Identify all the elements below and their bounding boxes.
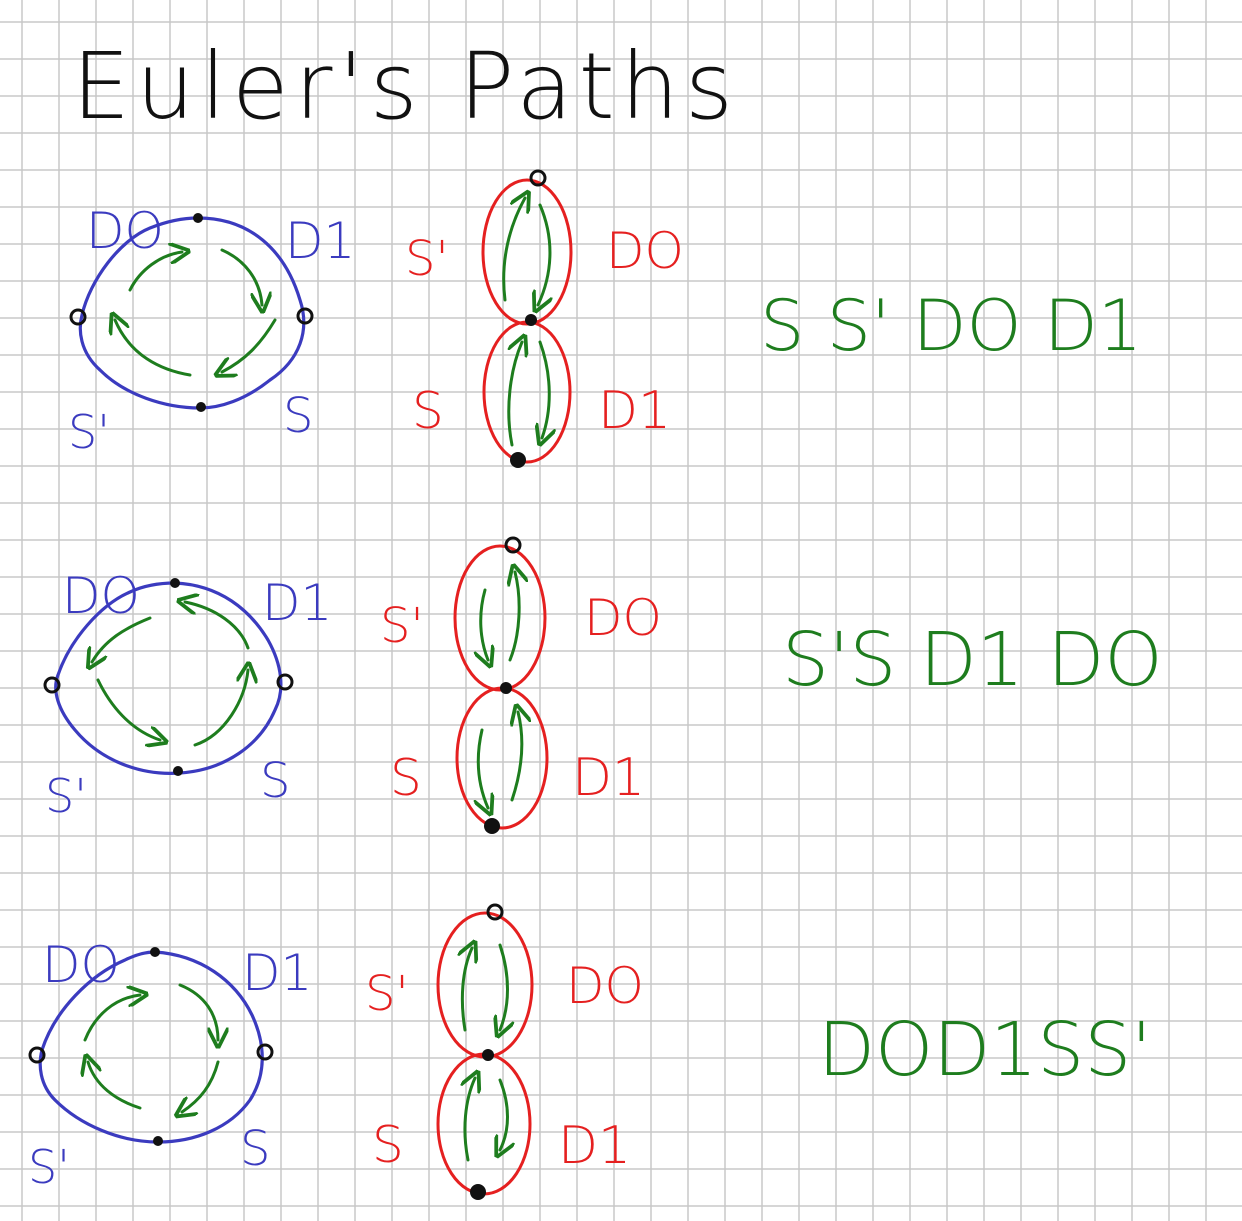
euler-path-1: S S' DO D1 — [760, 285, 1142, 367]
node-top — [150, 947, 160, 957]
node-bottom — [470, 1184, 486, 1200]
label-D1: D1 — [242, 944, 312, 1002]
upper-loop — [436, 911, 534, 1059]
dual-label-D1: D1 — [598, 381, 671, 441]
arrow-top-left — [92, 616, 152, 662]
dual-label-S: S — [390, 749, 422, 807]
node-top — [193, 213, 203, 223]
arrow-up-2 — [465, 1078, 475, 1162]
arrow-left — [115, 320, 192, 377]
circuit-loop — [54, 581, 283, 775]
label-S: S — [283, 388, 313, 444]
node-bottom — [484, 818, 500, 834]
node-bottom — [173, 766, 183, 776]
node-top — [504, 536, 522, 554]
node-top — [529, 169, 547, 187]
dual-label-S-prime: S' — [405, 231, 449, 287]
circuit-loop — [78, 216, 306, 410]
arrow-down-1 — [500, 943, 508, 1030]
arrow-down-1 — [481, 588, 488, 660]
circuit-graph-2: DO D1 S' S — [43, 567, 332, 823]
label-S: S — [260, 753, 290, 809]
label-DO: DO — [42, 936, 120, 994]
node-top — [486, 903, 504, 921]
arrow-top-right — [185, 602, 250, 650]
upper-loop — [481, 178, 573, 326]
dual-graph-1: S' DO S D1 — [405, 169, 684, 468]
arrow-up-1 — [502, 198, 525, 302]
arrow-up-2 — [512, 712, 522, 802]
circuit-loop — [38, 950, 264, 1144]
arrow-bottom-left — [88, 1062, 142, 1110]
label-DO: DO — [86, 202, 164, 260]
node-bottom — [510, 452, 526, 468]
dual-label-DO: DO — [606, 222, 684, 280]
example-1: DO D1 S' S S' DO S D1 S S' DO D1 — [68, 169, 1142, 468]
arrow-left-down — [96, 678, 160, 740]
dual-label-DO: DO — [584, 589, 662, 647]
dual-label-S-prime: S' — [380, 598, 424, 654]
arrow-up-1 — [510, 572, 519, 662]
arrow-down-1 — [538, 203, 550, 305]
node-middle — [482, 1049, 494, 1061]
node-bottom — [196, 402, 206, 412]
arrow-top — [128, 252, 182, 292]
dual-label-S: S — [372, 1116, 404, 1174]
node-left — [43, 676, 61, 694]
label-D1: D1 — [262, 574, 332, 632]
dual-label-S: S — [412, 382, 444, 440]
dual-label-D1: D1 — [572, 748, 645, 808]
node-right — [296, 307, 314, 325]
example-3: DO D1 S' S S' DO S D1 DOD1SS' — [28, 903, 1152, 1200]
dual-label-D1: D1 — [558, 1116, 631, 1176]
node-top — [170, 578, 180, 588]
node-left — [28, 1046, 46, 1064]
label-S-prime: S' — [68, 405, 110, 459]
arrow-up-2 — [507, 342, 522, 447]
dual-graph-3: S' DO S D1 — [365, 903, 644, 1200]
label-S-prime: S' — [28, 1140, 70, 1194]
dual-graph-2: S' DO S D1 — [380, 536, 662, 834]
node-right — [276, 673, 294, 691]
label-D1: D1 — [285, 212, 355, 270]
node-middle — [525, 314, 537, 326]
label-S: S — [240, 1121, 270, 1177]
euler-path-3: DOD1SS' — [818, 1007, 1152, 1093]
arrow-up-1 — [462, 948, 472, 1032]
arrow-down-2 — [500, 1078, 508, 1150]
euler-path-2: S'S D1 DO — [782, 617, 1163, 703]
arrow-top-right — [178, 983, 218, 1040]
node-middle — [500, 682, 512, 694]
circuit-graph-1: DO D1 S' S — [68, 202, 355, 459]
label-S-prime: S' — [45, 769, 87, 823]
arrow-down-2 — [540, 340, 549, 438]
page-title: Euler's Paths — [72, 33, 739, 140]
label-DO: DO — [62, 567, 140, 625]
example-2: DO D1 S' S S' DO S D1 S'S D1 DO — [43, 536, 1163, 834]
arrow-top-left — [83, 995, 140, 1042]
node-bottom — [153, 1136, 163, 1146]
arrow-right-upper — [220, 248, 262, 305]
arrow-bottom-right — [182, 1060, 220, 1112]
arrow-right-up — [193, 670, 248, 747]
arrow-down-2 — [478, 728, 488, 808]
upper-loop — [453, 544, 547, 692]
dual-label-S-prime: S' — [365, 966, 409, 1022]
circuit-graph-3: DO D1 S' S — [28, 936, 312, 1194]
arrow-right-lower — [222, 318, 277, 372]
node-right — [256, 1043, 274, 1061]
lower-loop — [455, 686, 549, 830]
dual-label-DO: DO — [566, 957, 644, 1015]
lower-loop — [436, 1052, 532, 1196]
node-left — [69, 308, 87, 326]
